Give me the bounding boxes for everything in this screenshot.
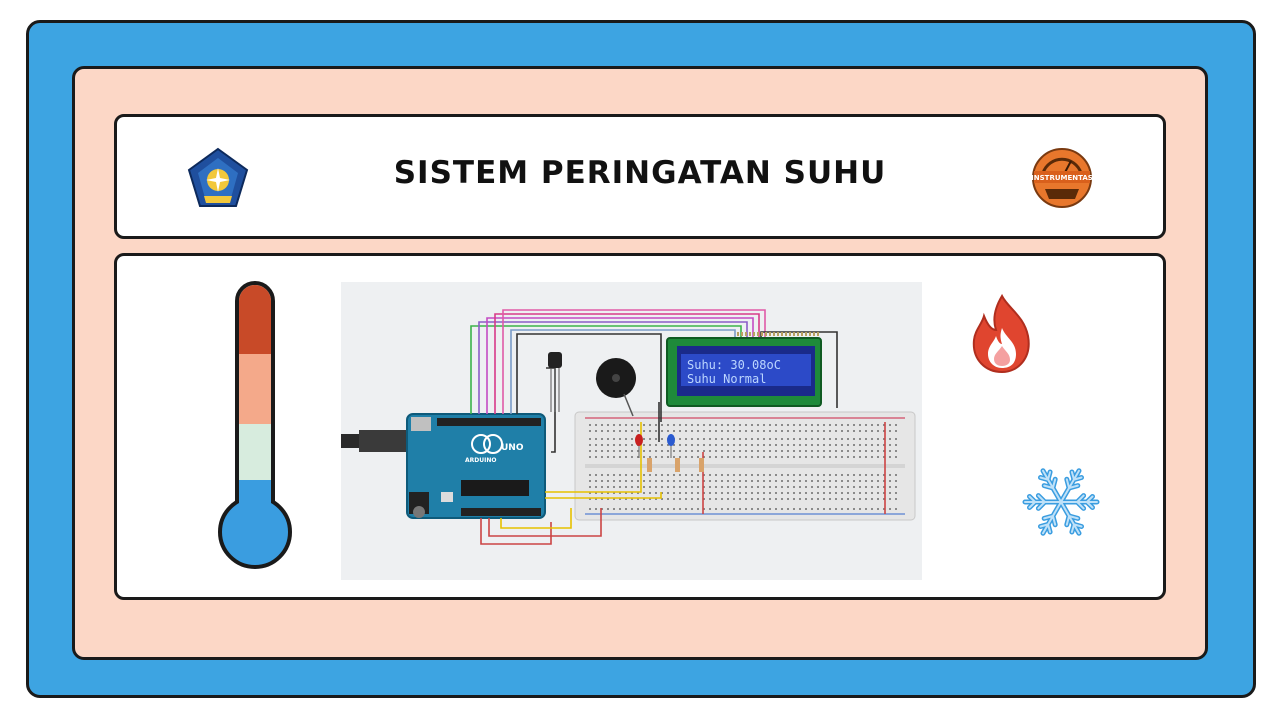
- page-title: SISTEM PERINGATAN SUHU: [393, 155, 887, 191]
- temperature-sensor: [548, 352, 562, 412]
- lcd-line2: Suhu Normal: [687, 372, 766, 386]
- blue-led: [667, 434, 675, 458]
- breadboard: [574, 411, 916, 521]
- lcd-display: Suhu: 30.08oC Suhu Normal: [666, 332, 822, 407]
- instrumentas-logo-icon: INSTRUMENTAS: [1031, 148, 1093, 208]
- snowflake-icon: [1022, 468, 1100, 536]
- buzzer: [596, 358, 636, 417]
- red-led: [635, 434, 643, 458]
- fire-icon: [972, 293, 1030, 374]
- usb-cable: [341, 434, 359, 448]
- thermometer-icon: [218, 281, 292, 569]
- instrumentas-logo-text: INSTRUMENTAS: [1031, 174, 1093, 182]
- board-model-label: UNO: [501, 443, 524, 453]
- lcd-line1: Suhu: 30.08oC: [687, 358, 781, 372]
- resistors: [647, 458, 704, 472]
- header-panel: [114, 114, 1166, 239]
- usb-plug: [359, 430, 409, 452]
- board-brand-label: ARDUINO: [465, 457, 496, 464]
- circuit-schematic: UNO ARDUINO: [341, 309, 916, 545]
- university-emblem-icon: [187, 147, 249, 207]
- arduino-board: UNO ARDUINO: [406, 413, 546, 519]
